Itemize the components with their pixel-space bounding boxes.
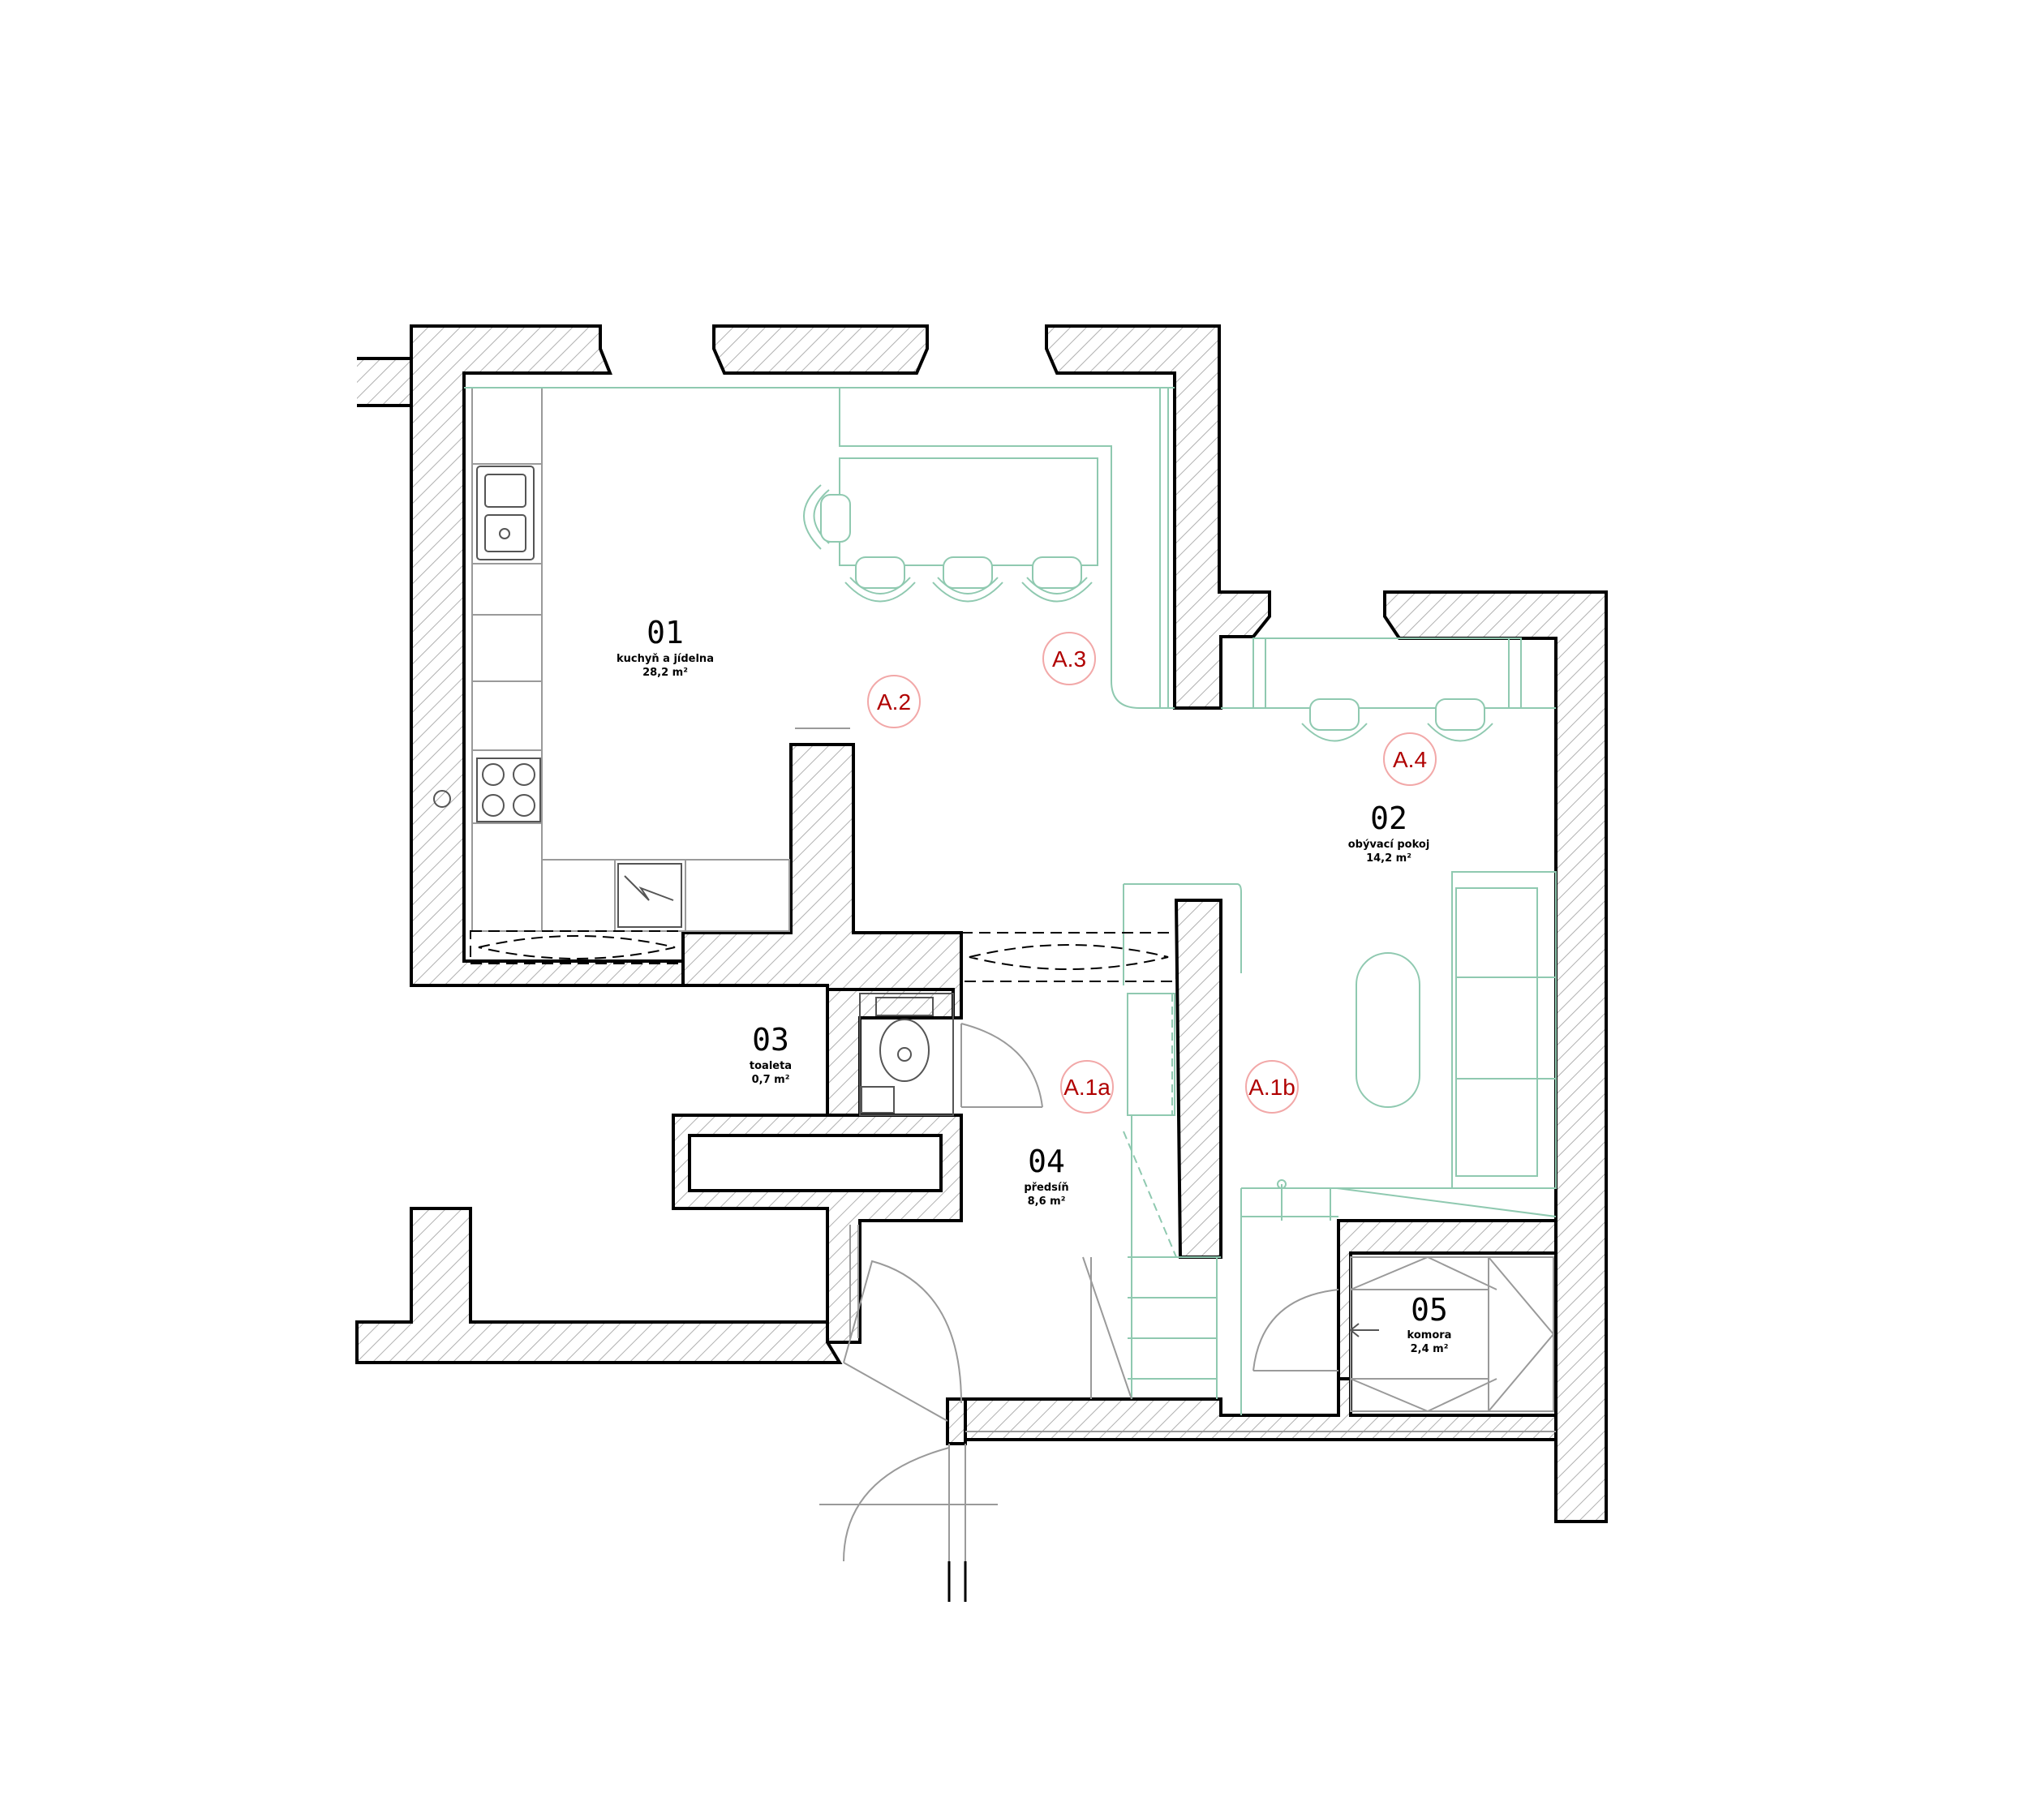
svg-text:A.2: A.2 xyxy=(877,689,911,715)
room-area: 8,6 m² xyxy=(1028,1195,1066,1208)
wall-kitchen-outer xyxy=(410,324,685,987)
room-name: předsíň xyxy=(1024,1182,1068,1194)
room-area: 28,2 m² xyxy=(642,667,688,679)
washbasin-icon xyxy=(861,1086,895,1114)
wall-living-right xyxy=(1383,590,1608,1523)
room-number: 03 xyxy=(752,1022,789,1058)
room-number: 04 xyxy=(1028,1144,1065,1179)
wall-top-pier-middle xyxy=(712,324,929,375)
chair-icon xyxy=(1301,698,1368,742)
dishwasher-icon xyxy=(617,863,682,928)
svg-text:A.4: A.4 xyxy=(1393,747,1427,772)
wall-niche xyxy=(688,1134,943,1192)
chair-icon xyxy=(932,556,1003,603)
room-name: komora xyxy=(1407,1329,1452,1341)
sofa xyxy=(1451,871,1557,1189)
dining-furniture xyxy=(464,387,1175,709)
column-icon xyxy=(433,790,451,808)
wall-kitchen-inner xyxy=(681,743,963,1019)
door-swing xyxy=(960,1023,1043,1108)
room-label-03: 03 toaleta 0,7 m² xyxy=(750,1022,792,1086)
storage-door xyxy=(1252,1289,1351,1379)
storage-shelves xyxy=(1349,1256,1555,1413)
sink-icon xyxy=(476,466,535,560)
cooktop-icon xyxy=(476,758,541,822)
wall-toilet xyxy=(826,988,955,1121)
wall-bottom-left xyxy=(355,1207,843,1364)
room-label-02: 02 obývací pokoj 14,2 m² xyxy=(1348,801,1430,865)
toilet-icon xyxy=(875,997,934,1082)
room-label-05: 05 komora 2,4 m² xyxy=(1407,1292,1452,1355)
room-name: obývací pokoj xyxy=(1348,839,1430,851)
toilet-fixtures xyxy=(859,993,1043,1116)
wall-storage xyxy=(1337,1219,1558,1380)
wall-central-partition xyxy=(1174,899,1222,1259)
coffee-table xyxy=(1356,952,1420,1108)
chair-icon xyxy=(1427,698,1493,742)
room-area: 2,4 m² xyxy=(1411,1343,1449,1355)
room-number: 01 xyxy=(647,615,684,650)
svg-text:A.1a: A.1a xyxy=(1063,1075,1111,1100)
chair-icon xyxy=(844,556,916,603)
view-tag-a1b[interactable]: A.1b xyxy=(1245,1060,1299,1114)
wall-top-right xyxy=(1045,324,1271,710)
wall-top-left-spur xyxy=(357,357,413,407)
view-tag-a3[interactable]: A.3 xyxy=(1042,632,1096,685)
room-area: 0,7 m² xyxy=(752,1074,790,1086)
chair-icon xyxy=(803,484,851,550)
entrance-door xyxy=(843,1225,962,1422)
svg-text:A.3: A.3 xyxy=(1052,646,1086,672)
room-area: 14,2 m² xyxy=(1366,852,1411,865)
doors xyxy=(819,932,1556,1602)
room-label-01: 01 kuchyň a jídelna 28,2 m² xyxy=(617,615,714,679)
outer-door xyxy=(819,1444,998,1602)
kitchen-counter xyxy=(471,387,543,932)
dining-table xyxy=(839,457,1098,566)
room-label-04: 04 předsíň 8,6 m² xyxy=(1024,1144,1068,1208)
view-tag-a4[interactable]: A.4 xyxy=(1383,732,1437,786)
wall-entrance-jamb xyxy=(946,1397,967,1445)
walls xyxy=(355,324,1608,1523)
staircase xyxy=(1082,1115,1221,1400)
svg-text:A.1b: A.1b xyxy=(1248,1075,1295,1100)
room-number: 05 xyxy=(1411,1292,1448,1328)
chair-icon xyxy=(1021,556,1093,603)
room-name: kuchyň a jídelna xyxy=(617,653,714,665)
kitchen-fixtures xyxy=(433,387,850,964)
room-number: 02 xyxy=(1370,801,1407,836)
view-tag-a1a[interactable]: A.1a xyxy=(1060,1060,1114,1114)
living-furniture xyxy=(1082,637,1557,1415)
view-tag-a2[interactable]: A.2 xyxy=(867,675,921,728)
room-name: toaleta xyxy=(750,1060,792,1072)
